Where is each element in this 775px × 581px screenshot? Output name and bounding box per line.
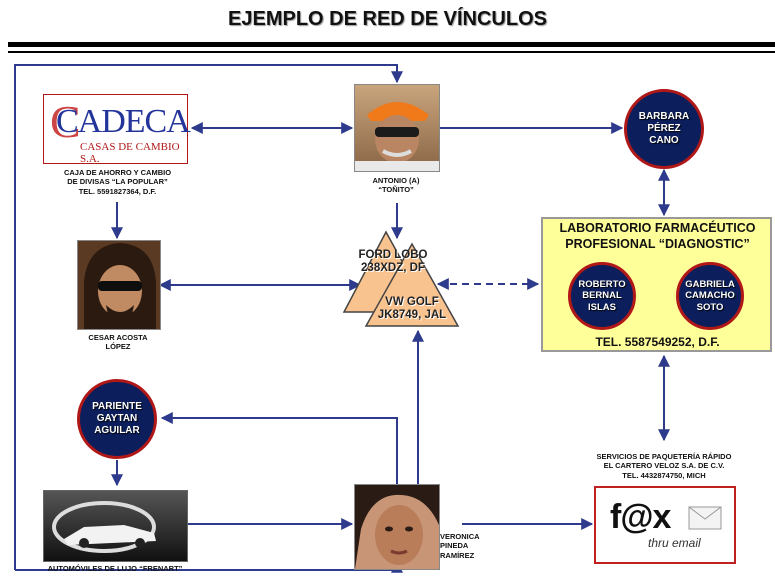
cadeca-logo-mark: C	[50, 96, 81, 147]
edge-veronica-pariente	[160, 412, 398, 484]
cadeca-logo: C CADECA CASAS DE CAMBIO S.A.	[43, 94, 191, 165]
edge-loop-top	[14, 64, 403, 570]
lab-box: LABORATORIO FARMACÉUTICO PROFESIONAL “DI…	[541, 217, 772, 352]
veronica-caption: VERONICA PINEDA RAMÍREZ	[440, 532, 480, 560]
antonio-photo	[354, 84, 440, 172]
title-rule-thick	[8, 42, 775, 47]
page-title: EJEMPLO DE RED DE VÍNCULOS	[228, 8, 547, 30]
cesar-caption: CESAR ACOSTA LÓPEZ	[88, 333, 148, 352]
autos-caption: AUTOMÓVILES DE LUJO “FRENART”	[47, 564, 183, 573]
gabriela-circle: GABRIELA CAMACHO SOTO	[676, 262, 744, 330]
veronica-photo	[354, 484, 440, 570]
antonio-caption: ANTONIO (A) “TOÑITO”	[372, 176, 420, 195]
cadeca-node: C CADECA CASAS DE CAMBIO S.A.	[43, 94, 191, 165]
fax-logo-text: f@x	[610, 498, 671, 536]
pariente-circle: PARIENTE GAYTAN AGUILAR	[77, 379, 157, 459]
cesar-photo	[77, 240, 161, 330]
lab-title: LABORATORIO FARMACÉUTICO PROFESIONAL “DI…	[559, 221, 756, 251]
cadeca-logo-text: CADECA	[56, 103, 191, 140]
vw-label: VW GOLF JK8749, JAL	[377, 296, 447, 322]
autos-logo	[43, 490, 188, 562]
title-rule-thin	[8, 51, 775, 53]
paqueteria-logo: f@x thru email	[594, 486, 736, 564]
ford-label: FORD LOBO 238XDZ, DF	[358, 249, 428, 275]
envelope-icon	[688, 506, 722, 535]
cadeca-caption: CAJA DE AHORRO Y CAMBIO DE DIVISAS “LA P…	[63, 168, 172, 196]
vehicle-triangles	[342, 230, 460, 327]
roberto-circle: ROBERTO BERNAL ISLAS	[568, 262, 636, 330]
fax-logo-subtext: thru email	[648, 536, 701, 550]
lab-tel: TEL. 5587549252, D.F.	[595, 335, 720, 349]
vw-triangle	[364, 242, 460, 327]
paqueteria-caption: SERVICIOS DE PAQUETERÍA RÁPIDO EL CARTER…	[596, 452, 732, 480]
cadeca-logo-subtext: CASAS DE CAMBIO S.A.	[80, 141, 180, 165]
barbara-circle: BARBARA PÉREZ CANO	[624, 89, 704, 169]
